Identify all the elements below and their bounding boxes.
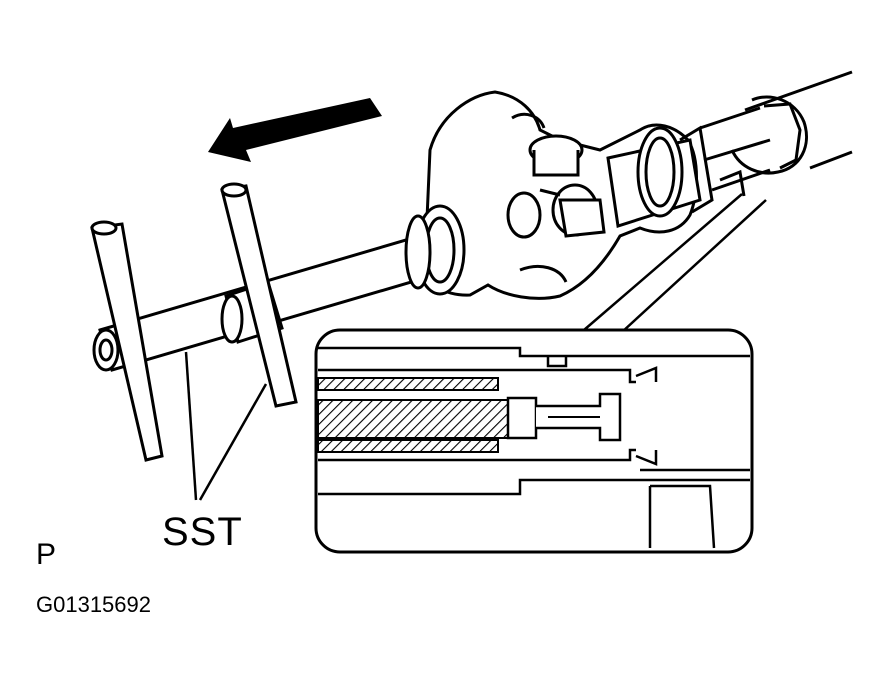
detail-inset — [314, 328, 754, 554]
sleeve-yoke — [606, 125, 714, 228]
sst-handle-right — [220, 182, 298, 408]
sst-leader-lines — [184, 351, 268, 501]
detail-callout-lines — [583, 193, 767, 333]
page-marker: P — [36, 538, 57, 571]
sst-handle-left — [90, 220, 164, 462]
arrow-left-icon — [208, 98, 382, 162]
propeller-shaft — [699, 70, 853, 197]
sst-label: SST — [162, 510, 243, 554]
figure-id: G01315692 — [36, 592, 151, 617]
sst-shaft — [92, 204, 466, 372]
universal-joint-spider — [506, 134, 606, 239]
